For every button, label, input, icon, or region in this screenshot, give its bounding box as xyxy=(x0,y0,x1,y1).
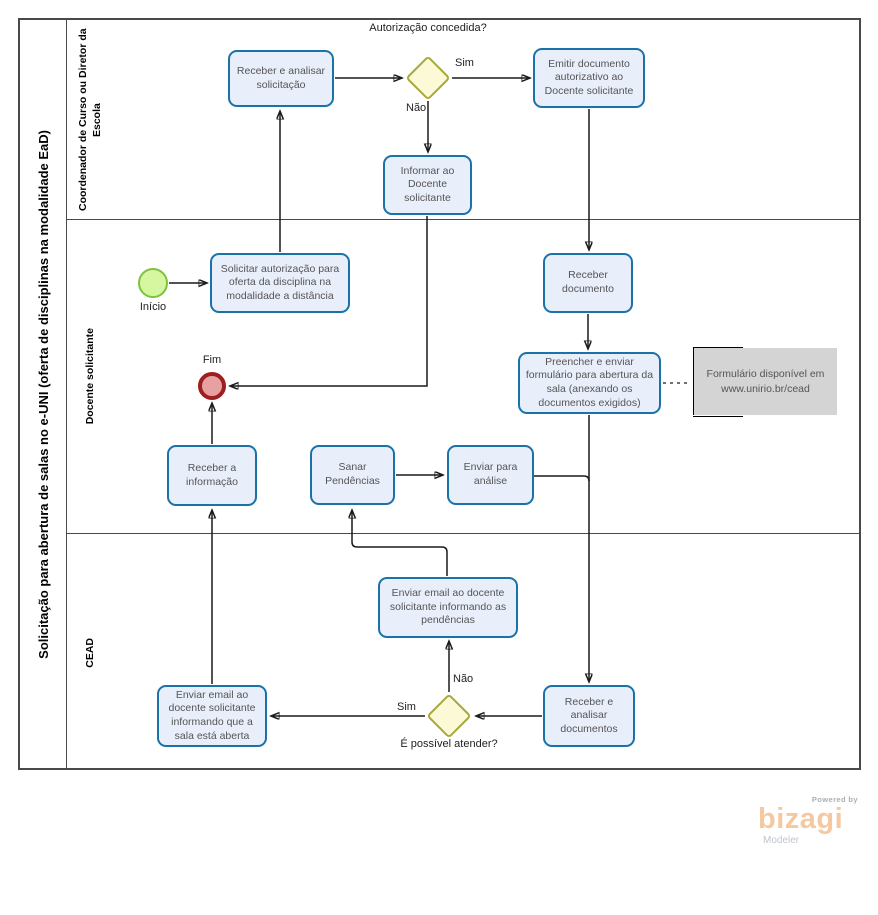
label-sim-atender: Sim xyxy=(397,701,416,713)
lane-label-text: Coordenador de Curso ou Diretor da Escol… xyxy=(76,28,103,211)
lane-label-coordenador: Coordenador de Curso ou Diretor da Escol… xyxy=(67,20,113,219)
label-nao-atender: Não xyxy=(453,673,474,685)
task-solicitar-autorizacao[interactable]: Solicitar autorização para oferta da dis… xyxy=(210,253,350,313)
task-preencher-enviar-formulario[interactable]: Preencher e enviar formulário para abert… xyxy=(518,352,661,414)
lane-label-docente: Docente solicitante xyxy=(67,220,113,533)
pool-title: Solicitação para abertura de salas no e-… xyxy=(35,129,51,659)
label-e-possivel-atender: É possível atender? xyxy=(400,738,498,750)
powered-by-text: Powered by xyxy=(811,795,858,804)
label-nao-autorizacao: Não xyxy=(406,102,427,114)
pool-title-strip: Solicitação para abertura de salas no e-… xyxy=(20,20,67,768)
bizagi-logo: bizagi xyxy=(758,803,844,835)
lane-label-text: CEAD xyxy=(83,638,96,668)
modeler-text: Modeler xyxy=(763,835,800,846)
task-receber-a-informacao[interactable]: Receber a informação xyxy=(167,445,257,506)
task-emitir-documento-autorizativo[interactable]: Emitir documento autorizativo ao Docente… xyxy=(533,48,645,108)
task-enviar-para-analise[interactable]: Enviar para análise xyxy=(447,445,534,505)
label-inicio: Início xyxy=(139,301,167,313)
task-receber-e-analisar-solicitacao[interactable]: Receber e analisar solicitação xyxy=(228,50,334,107)
task-receber-e-analisar-documentos[interactable]: Receber e analisar documentos xyxy=(543,685,635,747)
label-autorizacao-concedida: Autorização concedida? xyxy=(369,22,487,34)
task-enviar-email-pendencias[interactable]: Enviar email ao docente solicitante info… xyxy=(378,577,518,638)
lane-docente: Docente solicitante xyxy=(67,220,859,534)
end-event-fim[interactable] xyxy=(198,372,226,400)
lane-coordenador: Coordenador de Curso ou Diretor da Escol… xyxy=(67,20,859,220)
label-fim: Fim xyxy=(202,354,222,366)
bizagi-watermark: Powered by bizagi Modeler xyxy=(758,795,862,846)
task-sanar-pendencias[interactable]: Sanar Pendências xyxy=(310,445,395,505)
task-receber-documento[interactable]: Receber documento xyxy=(543,253,633,313)
label-sim-autorizacao: Sim xyxy=(455,57,474,69)
annotation-formulario[interactable]: Formulário disponível em www.unirio.br/c… xyxy=(692,346,837,417)
task-enviar-email-sala-aberta[interactable]: Enviar email ao docente solicitante info… xyxy=(157,685,267,747)
task-informar-ao-docente[interactable]: Informar ao Docente solicitante xyxy=(383,155,472,215)
pool: Solicitação para abertura de salas no e-… xyxy=(18,18,861,770)
lane-label-cead: CEAD xyxy=(67,534,113,772)
lane-label-text: Docente solicitante xyxy=(83,328,96,425)
start-event-inicio[interactable] xyxy=(138,268,168,298)
